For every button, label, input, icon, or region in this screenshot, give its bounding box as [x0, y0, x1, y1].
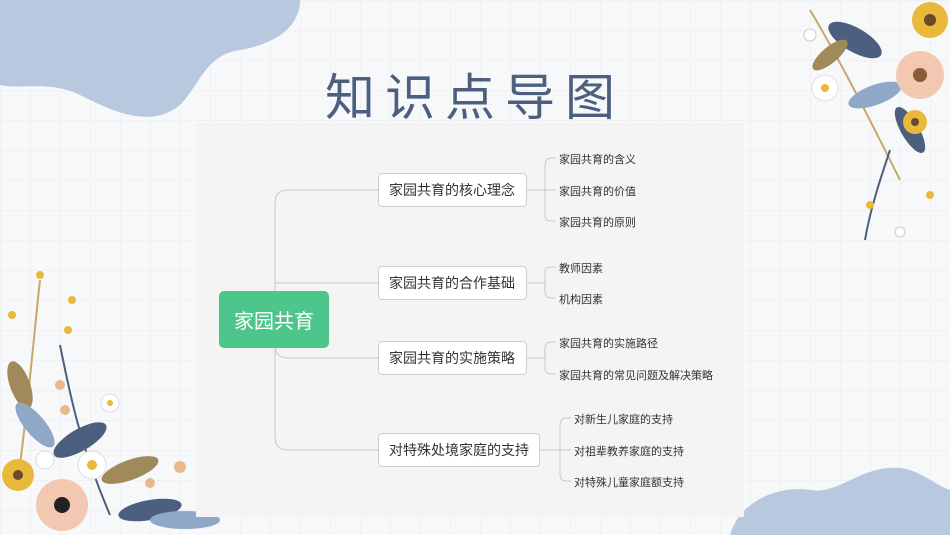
top-right-floral-decoration — [803, 2, 948, 241]
leaf-node: 家园共育的原则 — [559, 216, 636, 229]
leaf-node: 机构因素 — [559, 293, 603, 306]
leaf-node: 家园共育的实施路径 — [559, 337, 658, 350]
branch-cooperation-basis: 家园共育的合作基础 — [378, 266, 527, 300]
leaf-node: 家园共育的价值 — [559, 185, 636, 198]
page-title: 知识点导图 — [325, 69, 625, 127]
leaf-node: 对祖辈教养家庭的支持 — [574, 445, 684, 458]
branch-core-concept: 家园共育的核心理念 — [378, 173, 527, 207]
top-left-blob — [0, 0, 300, 117]
leaf-node: 对新生儿家庭的支持 — [574, 413, 673, 426]
bottom-right-blob — [730, 467, 950, 535]
leaf-node: 家园共育的常见问题及解决策略 — [559, 369, 713, 382]
bottom-left-floral-decoration — [2, 271, 220, 531]
leaf-node: 家园共育的含义 — [559, 153, 636, 166]
mindmap-root-node: 家园共育 — [219, 291, 329, 348]
branch-special-family-support: 对特殊处境家庭的支持 — [378, 433, 540, 467]
leaf-node: 对特殊儿童家庭额支持 — [574, 476, 684, 489]
leaf-node: 教师因素 — [559, 262, 603, 275]
branch-implementation-strategy: 家园共育的实施策略 — [378, 341, 527, 375]
